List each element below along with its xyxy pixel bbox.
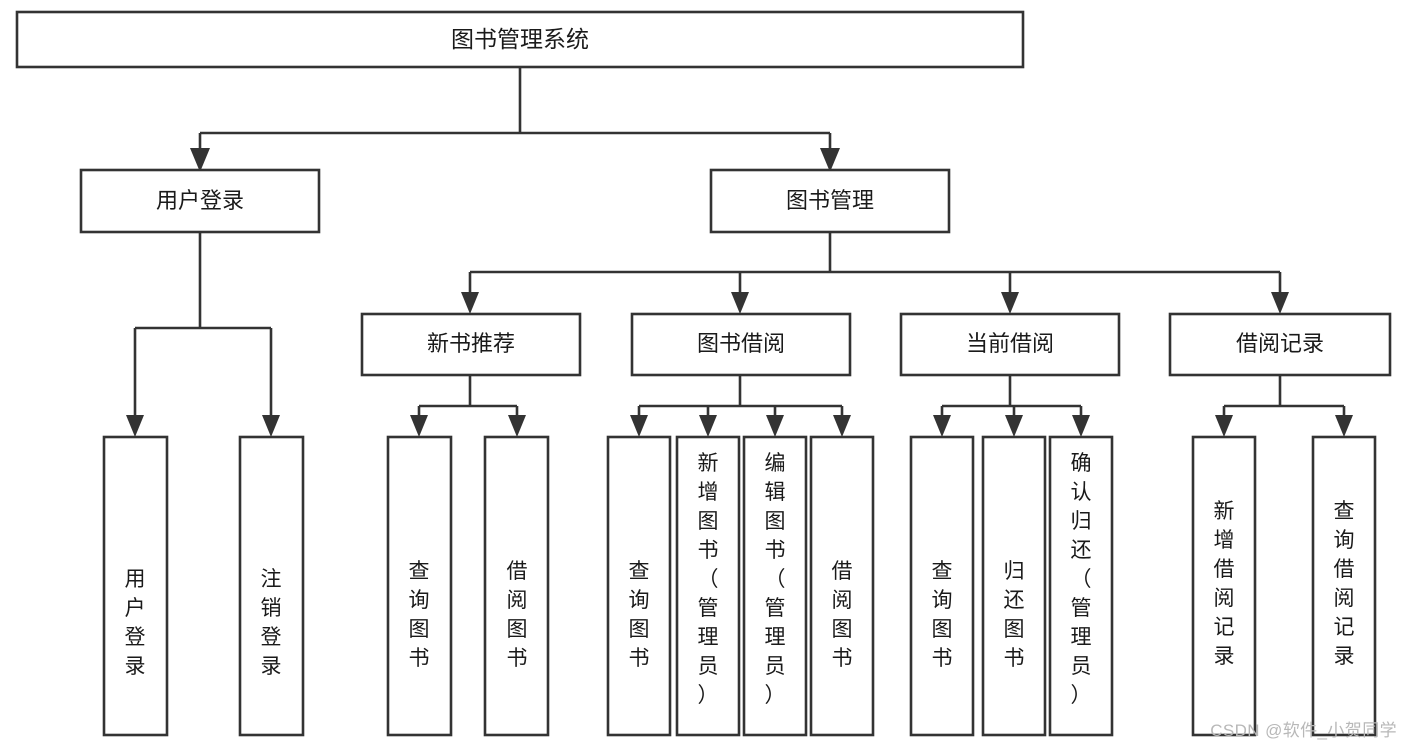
node-current-borrow-label: 当前借阅 — [966, 331, 1054, 356]
node-leaf-borrow-edit-box[interactable] — [742, 435, 808, 737]
node-book-manage-label: 图书管理 — [786, 188, 874, 213]
arrowhead-book-borrow — [731, 292, 749, 314]
arrowhead-book-manage — [820, 148, 840, 172]
node-borrow-record[interactable]: 借阅记录 — [1168, 312, 1392, 377]
arrowhead-user-login — [190, 148, 210, 172]
arrowhead-leaf-rec-add — [1215, 415, 1233, 437]
connector-group-new-book-rec — [410, 375, 526, 437]
node-leaf-cur-confirm-box[interactable] — [1048, 435, 1114, 737]
leaf-nodes: 用户登录 注销登录 查询图书 借阅图书 查询图书 新增图书（管理员） — [102, 435, 1377, 737]
arrowhead-new-book-rec — [461, 292, 479, 314]
node-root-label: 图书管理系统 — [451, 26, 589, 52]
arrowhead-leaf-rec-query — [410, 415, 428, 437]
node-new-book-rec[interactable]: 新书推荐 — [360, 312, 582, 377]
node-leaf-borrow-add-label: 新增图书（管理员） — [698, 452, 719, 707]
node-book-borrow[interactable]: 图书借阅 — [630, 312, 852, 377]
node-leaf-rec-add-box[interactable] — [1191, 435, 1257, 737]
node-user-login[interactable]: 用户登录 — [79, 168, 321, 234]
node-leaf-rec-query-label: 查询图书 — [409, 560, 430, 670]
node-leaf-borrow-query-box[interactable] — [606, 435, 672, 737]
arrowhead-leaf-rec-query2 — [1335, 415, 1353, 437]
arrowhead-leaf-cur-confirm — [1072, 415, 1090, 437]
node-current-borrow-box[interactable] — [899, 312, 1121, 377]
node-leaf-cur-return[interactable]: 归还图书 — [981, 435, 1047, 737]
connector-group-borrow-record — [1215, 375, 1353, 437]
arrowhead-leaf-cur-return — [1005, 415, 1023, 437]
node-root[interactable]: 图书管理系统 — [15, 10, 1025, 69]
node-leaf-borrow-lend[interactable]: 借阅图书 — [809, 435, 875, 737]
node-leaf-user-logout[interactable]: 注销登录 — [238, 435, 305, 737]
node-leaf-rec-borrow-label: 借阅图书 — [507, 560, 528, 670]
node-leaf-borrow-lend-label: 借阅图书 — [832, 560, 853, 670]
node-leaf-cur-confirm[interactable]: 确认归还（管理员） — [1048, 435, 1114, 737]
node-leaf-cur-return-box[interactable] — [981, 435, 1047, 737]
node-leaf-rec-query[interactable]: 查询图书 — [386, 435, 453, 737]
node-book-manage[interactable]: 图书管理 — [709, 168, 951, 234]
arrowhead-current-borrow — [1001, 292, 1019, 314]
node-leaf-borrow-add[interactable]: 新增图书（管理员） — [675, 435, 741, 737]
arrowhead-leaf-borrow-edit — [766, 415, 784, 437]
node-leaf-rec-query2[interactable]: 查询借阅记录 — [1311, 435, 1377, 737]
arrowhead-leaf-user-login — [126, 415, 144, 437]
node-user-login-label: 用户登录 — [156, 188, 244, 213]
node-leaf-borrow-add-box[interactable] — [675, 435, 741, 737]
arrowhead-leaf-borrow-lend — [833, 415, 851, 437]
node-leaf-user-login[interactable]: 用户登录 — [102, 435, 169, 737]
node-leaf-rec-borrow-box[interactable] — [483, 435, 550, 737]
node-leaf-borrow-query[interactable]: 查询图书 — [606, 435, 672, 737]
node-leaf-cur-query[interactable]: 查询图书 — [909, 435, 975, 737]
node-book-borrow-box[interactable] — [630, 312, 852, 377]
arrowhead-leaf-rec-borrow — [508, 415, 526, 437]
node-leaf-borrow-edit[interactable]: 编辑图书（管理员） — [742, 435, 808, 737]
arrowhead-leaf-borrow-query — [630, 415, 648, 437]
node-borrow-record-label: 借阅记录 — [1236, 331, 1324, 356]
connector-group-root — [190, 67, 840, 172]
node-leaf-rec-query2-box[interactable] — [1311, 435, 1377, 737]
arrowhead-borrow-record — [1271, 292, 1289, 314]
node-leaf-cur-query-box[interactable] — [909, 435, 975, 737]
node-leaf-user-logout-label: 注销登录 — [261, 568, 282, 678]
arrowhead-leaf-borrow-add — [699, 415, 717, 437]
node-leaf-borrow-lend-box[interactable] — [809, 435, 875, 737]
node-root-box[interactable] — [15, 10, 1025, 69]
arrowhead-leaf-user-logout — [262, 415, 280, 437]
node-leaf-rec-query2-label: 查询借阅记录 — [1334, 500, 1355, 668]
connector-group-user-login — [126, 232, 280, 437]
node-leaf-rec-add[interactable]: 新增借阅记录 — [1191, 435, 1257, 737]
node-leaf-user-logout-box[interactable] — [238, 435, 305, 737]
connector-group-current-borrow — [933, 375, 1090, 437]
node-borrow-record-box[interactable] — [1168, 312, 1392, 377]
node-leaf-cur-confirm-label: 确认归还（管理员） — [1071, 452, 1092, 707]
node-book-manage-box[interactable] — [709, 168, 951, 234]
connector-group-book-borrow — [630, 375, 851, 437]
node-leaf-rec-query-box[interactable] — [386, 435, 453, 737]
node-leaf-user-login-box[interactable] — [102, 435, 169, 737]
node-leaf-cur-query-label: 查询图书 — [932, 560, 953, 670]
node-current-borrow[interactable]: 当前借阅 — [899, 312, 1121, 377]
connector-group-book-manage — [461, 232, 1289, 314]
node-leaf-cur-return-label: 归还图书 — [1004, 560, 1025, 670]
node-new-book-rec-box[interactable] — [360, 312, 582, 377]
node-new-book-rec-label: 新书推荐 — [427, 331, 515, 356]
node-book-borrow-label: 图书借阅 — [697, 331, 785, 356]
node-leaf-user-login-label: 用户登录 — [125, 568, 146, 678]
node-leaf-rec-add-label: 新增借阅记录 — [1214, 500, 1235, 668]
node-leaf-borrow-edit-label: 编辑图书（管理员） — [765, 452, 786, 707]
node-leaf-rec-borrow[interactable]: 借阅图书 — [483, 435, 550, 737]
arrowhead-leaf-cur-query — [933, 415, 951, 437]
node-leaf-borrow-query-label: 查询图书 — [629, 560, 650, 670]
node-user-login-box[interactable] — [79, 168, 321, 234]
